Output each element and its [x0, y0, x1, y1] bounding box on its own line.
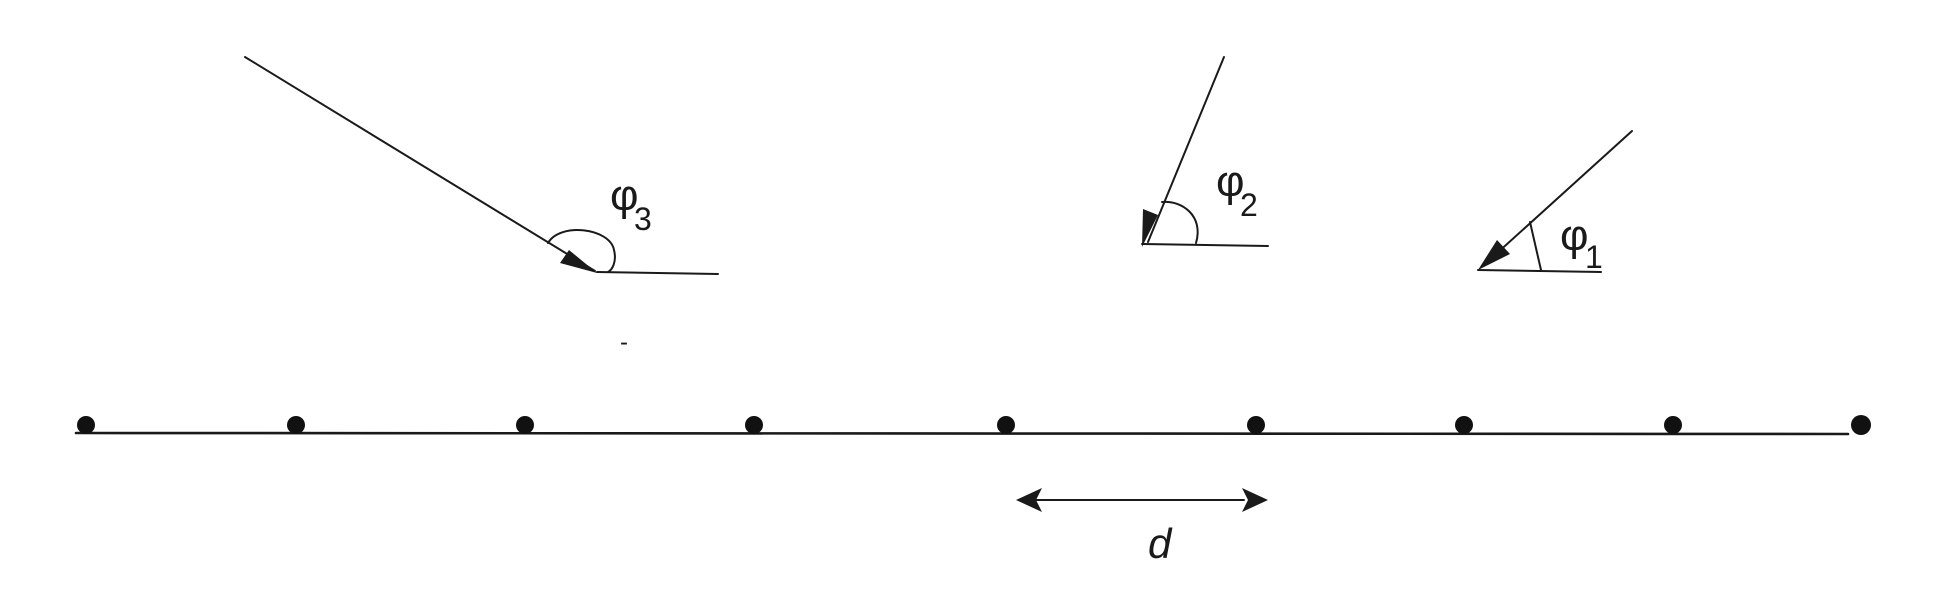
array-element-4 [745, 416, 763, 434]
angle-label-phi3-subscript: 3 [634, 201, 652, 237]
incident-wave-2: φ 2 [1141, 56, 1269, 247]
array-element-6 [1247, 416, 1265, 434]
angle-label-phi2-symbol: φ [1216, 157, 1245, 206]
angle-label-phi1-subscript: 1 [1585, 239, 1603, 275]
incident-ray-3 [244, 56, 596, 272]
array-element-5 [997, 416, 1015, 434]
incident-wave-3: φ 3 [244, 56, 719, 275]
array-element-1 [77, 416, 95, 434]
angle-arc-3 [547, 229, 616, 273]
reference-line-1 [1477, 269, 1602, 273]
incident-ray-1 [1484, 130, 1633, 265]
stray-mark: - [620, 329, 628, 356]
angle-label-phi1-symbol: φ [1560, 211, 1589, 260]
arrowhead-3 [560, 250, 597, 273]
spacing-arrowhead-right [1242, 488, 1268, 512]
arrowhead-2 [1142, 209, 1158, 247]
angle-label-phi3-symbol: φ [610, 171, 639, 220]
angle-label-phi2-subscript: 2 [1240, 187, 1258, 223]
angle-arc-2 [1161, 200, 1199, 244]
incident-ray-2 [1147, 56, 1225, 243]
spacing-label: d [1148, 520, 1173, 567]
array-element-2 [287, 416, 305, 434]
spacing-indicator: d [1016, 488, 1268, 567]
array-element-9 [1851, 415, 1871, 435]
array-element-8 [1664, 416, 1682, 434]
spacing-arrowhead-left [1016, 488, 1042, 512]
reference-line-3 [596, 271, 719, 275]
arrowhead-1 [1478, 240, 1510, 270]
reference-line-2 [1141, 243, 1269, 247]
array-element-7 [1455, 416, 1473, 434]
incident-wave-1: φ 1 [1477, 130, 1633, 275]
array-baseline [74, 431, 1850, 436]
array-element-3 [516, 416, 534, 434]
array-elements [77, 415, 1871, 435]
angle-tick-1 [1529, 221, 1542, 271]
